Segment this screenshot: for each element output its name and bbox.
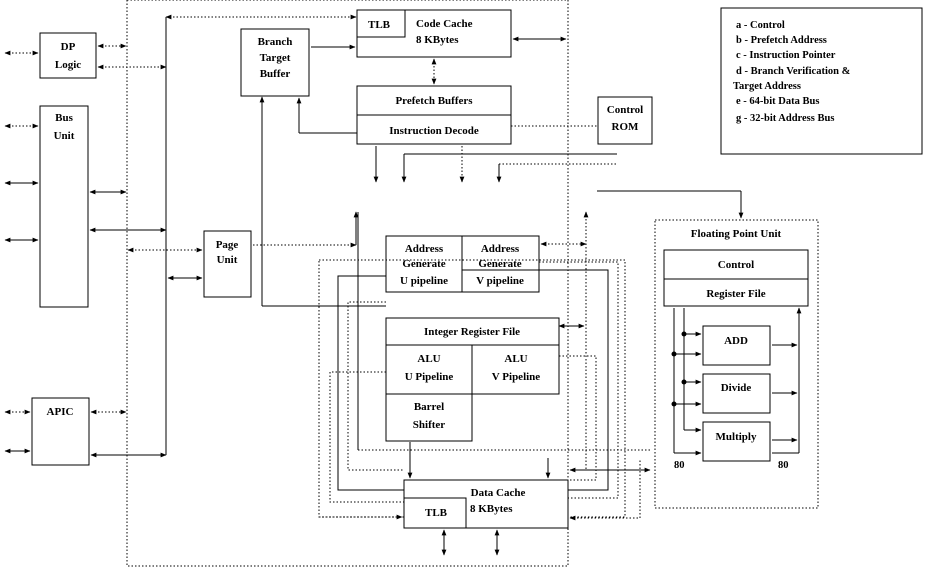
dp-logic-label: Logic [55,59,81,71]
apic-block [31,397,90,466]
legend-item: g - 32-bit Address Bus [736,113,834,124]
legend: a - Control b - Prefetch Address c - Ins… [720,7,923,155]
code-cache-tlb-label: TLB [368,19,391,31]
code-cache-label: 8 KBytes [416,34,459,46]
legend-item: b - Prefetch Address [736,35,827,46]
fpu-control-label: Control [718,259,754,271]
legend-item: d - Branch Verification & [736,66,851,77]
integer-register-file-block [385,317,560,346]
alu-u-label: ALU [417,353,440,365]
fpu-add-label: ADD [724,335,748,347]
integer-register-file-label: Integer Register File [424,326,520,338]
fpu-bus-width-left: 80 [674,460,685,471]
control-rom-block [597,96,653,145]
bus-unit-block [39,105,89,308]
barrel-shifter-block [385,393,473,442]
alu-v-label: ALU [504,353,527,365]
bus-unit-label: Bus [55,112,73,124]
page-unit-label: Page [216,239,239,251]
fpu-add-block [702,325,771,366]
fpu-register-file-label: Register File [706,288,765,300]
bus-unit-label: Unit [54,130,75,142]
legend-item: Target Address [733,81,801,92]
agu-u-label: Address [405,243,444,255]
fpu-boundary [654,219,819,509]
page-unit-label: Unit [217,254,238,266]
legend-item: e - 64-bit Data Bus [736,96,819,107]
agu-u-label: U pipeline [400,275,448,287]
alu-v-label: V Pipeline [492,371,541,383]
fpu-bus-width-right: 80 [778,460,789,471]
fpu-multiply-label: Multiply [716,431,757,443]
alu-u-label: U Pipeline [405,371,454,383]
barrel-shifter-label: Shifter [413,419,446,431]
dp-logic-block [39,32,97,79]
external-connections [4,50,39,454]
legend-item: c - Instruction Pointer [736,50,836,61]
btb-label: Branch [258,36,293,48]
control-rom-label: Control [607,104,643,116]
prefetch-buffers-label: Prefetch Buffers [395,95,473,107]
instruction-decode-label: Instruction Decode [389,125,479,137]
fpu-title: Floating Point Unit [691,228,782,240]
legend-item: a - Control [736,20,785,31]
legend-box [720,7,923,155]
data-cache-label: 8 KBytes [470,503,513,515]
control-rom-label: ROM [612,121,640,133]
data-cache-label: Data Cache [471,487,526,499]
fpu-divide-block [702,373,771,414]
fpu-multiply-block [702,421,771,462]
agu-v-label: Generate [478,258,521,270]
agu-v-label: V pipeline [476,275,524,287]
agu-v-label: Address [481,243,520,255]
page-unit-block [203,230,252,298]
execution-core-boundary [318,259,626,518]
dp-logic-label: DP [61,41,76,53]
fpu-control-regfile-block [663,249,809,307]
code-cache-tlb [356,9,406,38]
btb-label: Target [260,52,291,64]
fpu-divide-label: Divide [721,382,752,394]
branch-target-buffer-block [240,28,310,97]
apic-label: APIC [47,406,74,418]
code-cache-label: Code Cache [416,18,473,30]
barrel-shifter-label: Barrel [414,401,444,413]
data-cache-tlb [403,497,467,529]
data-cache-tlb-label: TLB [425,507,448,519]
agu-u-label: Generate [402,258,445,270]
btb-label: Buffer [260,68,291,80]
